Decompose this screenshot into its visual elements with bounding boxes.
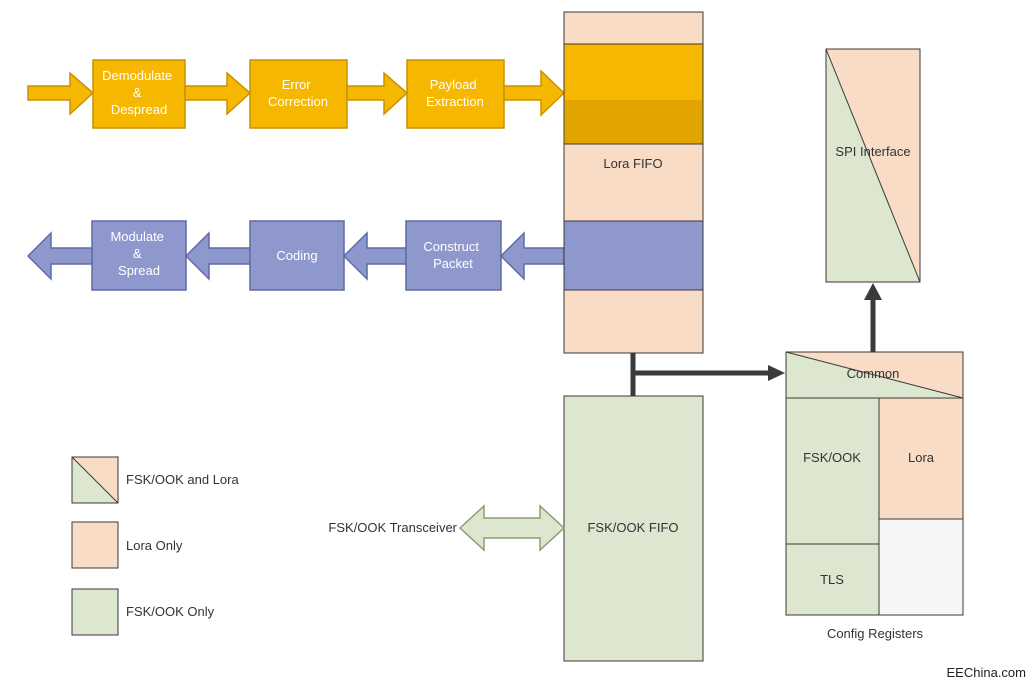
- config-registers-caption: Config Registers: [827, 626, 924, 641]
- fsk-ook-fifo-block: [563, 395, 704, 662]
- rx-arrow-1: [184, 71, 252, 116]
- unused-register: [878, 518, 964, 616]
- legend-label-both: FSK/OOK and Lora: [126, 472, 239, 487]
- lora-fifo-top-segment: [563, 11, 704, 45]
- watermark: EEChina.com: [947, 665, 1026, 680]
- modulate-spread-block: [91, 220, 187, 291]
- modulate-label: Modulate & Spread: [110, 229, 167, 278]
- coding-label: Coding: [276, 248, 317, 263]
- rx-chain: Demodulate & Despread Error Correction P…: [27, 59, 566, 129]
- fifo-connector: [630, 353, 785, 396]
- construct-packet-block: [405, 220, 502, 291]
- lora-fifo-tx-segment: [563, 220, 704, 291]
- legend-label-lora-only: Lora Only: [126, 538, 183, 553]
- transceiver-double-arrow: [458, 504, 566, 552]
- demodulate-despread-block: [92, 59, 186, 129]
- tls-register: [785, 543, 880, 616]
- tx-arrow-3: [499, 231, 565, 281]
- fsk-ook-register: [785, 397, 880, 545]
- legend-swatch-fsk-only: [71, 588, 119, 636]
- spi-interface: SPI Interface: [825, 48, 921, 283]
- construct-packet-label: Construct Packet: [423, 239, 482, 271]
- payload-extraction-block: [406, 59, 505, 129]
- demodulate-label: Demodulate & Despread: [102, 68, 176, 117]
- lora-fifo-rx-shade: [565, 100, 702, 144]
- lora-fifo: Lora FIFO: [563, 11, 704, 354]
- rx-arrow-3: [503, 69, 566, 117]
- lora-fifo-middle-segment: [563, 143, 704, 222]
- common-label: Common: [847, 366, 900, 381]
- spi-interface-label: SPI Interface: [835, 144, 910, 159]
- tx-output-arrow: [26, 231, 93, 281]
- rx-arrow-2: [346, 71, 409, 116]
- payload-extraction-label: Payload Extraction: [426, 77, 484, 109]
- spi-up-arrow: [864, 283, 882, 352]
- legend-swatch-lora-only: [71, 521, 119, 569]
- legend: FSK/OOK and Lora Lora Only FSK/OOK Only: [71, 456, 239, 636]
- tls-label: TLS: [820, 572, 844, 587]
- error-correction-block: [249, 59, 348, 129]
- rx-input-arrow: [27, 71, 95, 116]
- lora-register: [878, 397, 964, 520]
- legend-label-fsk-only: FSK/OOK Only: [126, 604, 215, 619]
- lora-register-label: Lora: [908, 450, 935, 465]
- tx-chain: Modulate & Spread Coding Construct Packe…: [26, 220, 565, 291]
- connector-arrowhead-right: [768, 365, 785, 381]
- lora-fifo-label: Lora FIFO: [603, 156, 662, 171]
- spi-arrowhead-up: [864, 283, 882, 300]
- lora-fifo-bottom-segment: [563, 289, 704, 354]
- tx-arrow-1: [184, 231, 251, 281]
- fsk-ook-fifo-label: FSK/OOK FIFO: [587, 520, 678, 535]
- config-registers: Common FSK/OOK Lora TLS Config Registers: [785, 351, 964, 641]
- transceiver-label: FSK/OOK Transceiver: [328, 520, 457, 535]
- fsk-ook-register-label: FSK/OOK: [803, 450, 861, 465]
- tx-arrow-2: [342, 231, 407, 281]
- error-correction-label: Error Correction: [268, 77, 328, 109]
